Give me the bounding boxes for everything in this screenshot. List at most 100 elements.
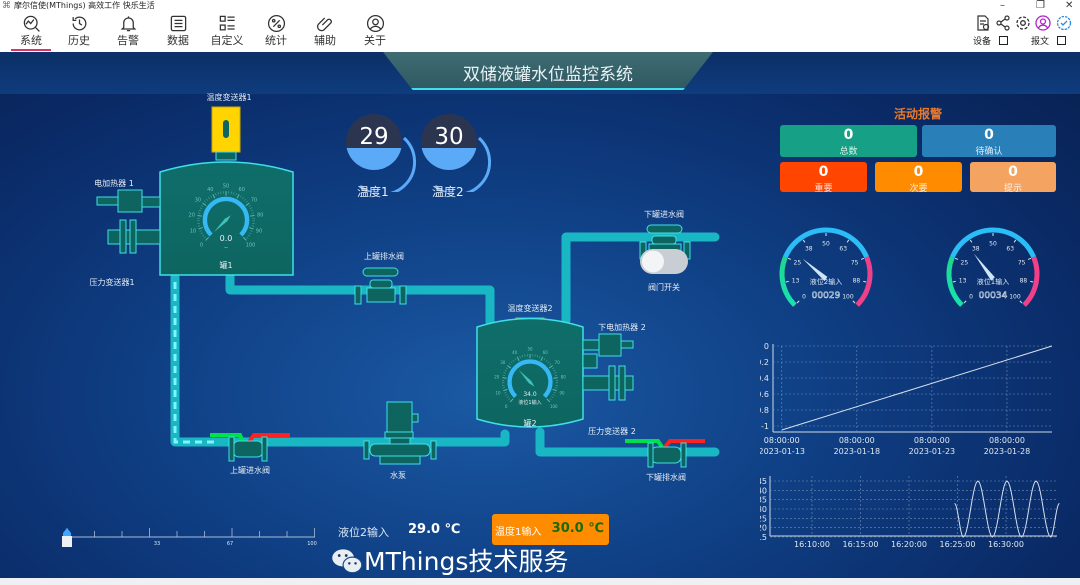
dial-tick [552, 388, 557, 392]
dial-tick [243, 198, 246, 201]
dial-tick [200, 205, 204, 207]
temp2-value: 30 [434, 124, 464, 150]
lower-drain-valve[interactable] [625, 439, 705, 468]
gauge-tick-label: 25 [794, 260, 802, 267]
dial-tick-label: 100 [550, 404, 558, 409]
dial-tick [554, 372, 557, 374]
dial-tick [217, 192, 219, 195]
user-icon[interactable] [1035, 15, 1051, 31]
pump-label: 水泵 [390, 470, 406, 480]
lower-inlet-valve-label: 下罐进水阀 [644, 209, 684, 219]
upper-inlet-valve[interactable] [210, 433, 290, 462]
share-icon[interactable] [995, 15, 1011, 31]
temp1-indicator: 29 [346, 114, 402, 170]
gauge-label: 液位2输入 [810, 277, 842, 286]
tank1-label: 罐1 [219, 260, 232, 270]
status-strip [0, 578, 1080, 585]
dial-tick-label: 60 [543, 350, 549, 355]
tab-statistics[interactable]: 统计 [256, 14, 296, 51]
dial-tick-label: 60 [239, 187, 245, 193]
minimize-button[interactable]: – [1000, 0, 1005, 11]
gauge-arc-high [855, 256, 873, 307]
dial-tick [549, 398, 552, 401]
dial-tick-label: 0 [505, 404, 508, 409]
gear-icon[interactable] [1015, 15, 1031, 31]
dial-tick-label: 90 [256, 229, 262, 235]
tab-assist[interactable]: 辅助 [305, 14, 345, 51]
list-grid-icon [219, 15, 235, 31]
dial-tick [508, 398, 511, 401]
dial-tick [552, 394, 555, 396]
dial-tick [503, 388, 508, 392]
dial-tick-label: 70 [251, 198, 257, 204]
gauge-tick [963, 300, 967, 304]
dial-tick [204, 200, 207, 203]
lower-heater-icon [598, 333, 622, 357]
maximize-button[interactable]: ❐ [1036, 0, 1045, 11]
y-tick-label: 35 [760, 496, 767, 505]
tab-system[interactable]: 系统 [11, 14, 51, 51]
heater1-label: 电加热器 1 [94, 178, 134, 188]
y-tick-label: -0.8 [760, 406, 769, 415]
dial-tick [197, 214, 202, 217]
alarm-count: 0 [843, 127, 854, 143]
temp1-input-box[interactable]: 温度1输入 30.0 ℃ [492, 514, 609, 545]
alarm-label: 重要 [814, 184, 833, 194]
y-tick-label: 0 [764, 342, 769, 351]
dial-tick [206, 198, 209, 201]
gauge-arc-low [779, 256, 797, 307]
gauge-tick-label: 88 [853, 278, 861, 285]
x-tick-label: 16:30:00 [988, 540, 1024, 549]
checkbox-box[interactable] [1057, 36, 1067, 45]
level2-input-label: 液位2输入 [338, 526, 389, 539]
message-checkbox-label: 报文 [1031, 37, 1050, 47]
dial-tick [199, 230, 202, 232]
close-button[interactable]: ✕ [1065, 0, 1074, 11]
dial-tick-label: 30 [195, 198, 201, 204]
alarm-label: 待确认 [975, 147, 1003, 157]
tab-alarm[interactable]: 告警 [108, 14, 148, 51]
tab-data[interactable]: 数据 [158, 14, 198, 51]
message-checkbox[interactable]: 报文 [1031, 36, 1067, 48]
dial-tick [233, 192, 235, 195]
dial-tick-label: 50 [527, 346, 533, 351]
dial-tick [510, 361, 513, 364]
pressure2-label: 压力变送器 2 [588, 426, 636, 436]
valve-switch-toggle[interactable] [640, 249, 688, 274]
y-tick-label: -0.4 [760, 374, 769, 383]
report-icon[interactable] [975, 15, 991, 31]
bell-icon [120, 16, 136, 32]
tab-history[interactable]: 历史 [59, 14, 99, 51]
upper-drain-valve[interactable] [354, 267, 407, 305]
checkbox-box[interactable] [999, 36, 1009, 45]
chart-search-icon [23, 15, 40, 32]
tab-custom[interactable]: 自定义 [207, 14, 247, 51]
dial-tick [251, 212, 255, 214]
tank2-value: 34.0 [523, 391, 537, 398]
dial-tick [553, 377, 558, 379]
alarm-count: 0 [1008, 164, 1018, 180]
dial-tick [198, 227, 203, 230]
x-tick-label: 08:00:00 [764, 436, 800, 445]
y-tick-label: 30 [760, 505, 767, 514]
level-slider[interactable] [62, 528, 315, 547]
flow-indicator [173, 282, 215, 444]
lower-heater-label: 下电加热器 2 [598, 322, 646, 332]
device-checkbox[interactable]: 设备 [973, 36, 1009, 48]
pump[interactable] [363, 401, 437, 465]
upper-inlet-valve-label: 上罐进水阀 [230, 465, 270, 475]
gauge-tick [1019, 300, 1023, 304]
tab-label: 系统 [20, 34, 42, 47]
verified-icon[interactable] [1056, 15, 1072, 31]
dial-tick-label: 10 [495, 390, 501, 395]
dial-tick [250, 214, 255, 217]
tab-about[interactable]: 关于 [355, 14, 395, 51]
page-title: 双储液罐水位监控系统 [463, 65, 633, 85]
